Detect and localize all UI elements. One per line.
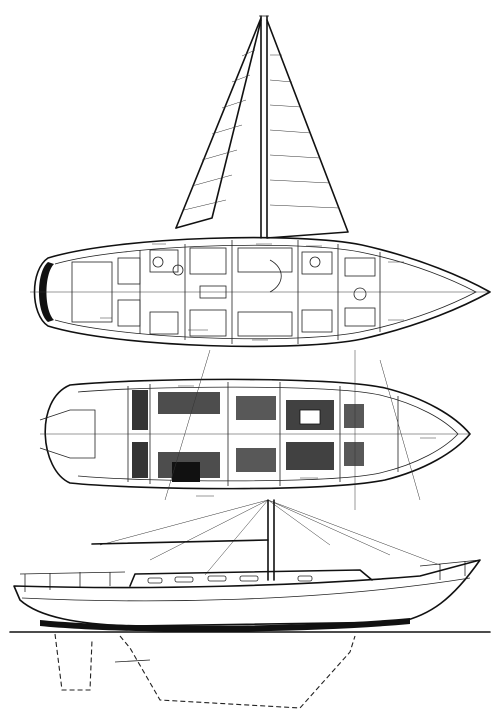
headsail-panels — [183, 49, 256, 211]
portholes — [147, 575, 313, 584]
cabin-box-2 — [117, 299, 141, 327]
mainsail-battens — [269, 54, 340, 209]
sheer-stripe — [21, 577, 471, 602]
headsail-leech — [175, 19, 262, 229]
sail-plan — [175, 15, 349, 239]
accom-label-marks — [178, 379, 436, 497]
stern-rail — [19, 571, 126, 575]
stern-area — [39, 409, 96, 459]
deck-compartments — [139, 240, 381, 344]
mainsail — [266, 19, 349, 239]
boot-stripe — [40, 618, 410, 632]
forestay — [175, 17, 262, 229]
deck-plan — [30, 236, 491, 348]
accom-furniture — [132, 390, 364, 482]
cabin-box-1 — [117, 257, 141, 285]
cockpit — [71, 261, 113, 323]
profile-view — [9, 349, 491, 709]
rigging-lines — [99, 349, 441, 576]
bow-pulpit — [419, 559, 481, 567]
keel-marker — [114, 659, 151, 663]
profile-hull — [13, 559, 481, 627]
rudder-outline — [54, 633, 93, 691]
cabin-house — [129, 569, 373, 587]
deck-hull-outline — [33, 236, 491, 348]
boom — [91, 539, 269, 545]
accom-hull-outline — [44, 378, 471, 490]
keel-outline — [119, 635, 356, 709]
accommodation-plan — [39, 378, 471, 497]
accom-bulkheads — [127, 382, 399, 486]
deck-label-marks — [100, 243, 404, 341]
